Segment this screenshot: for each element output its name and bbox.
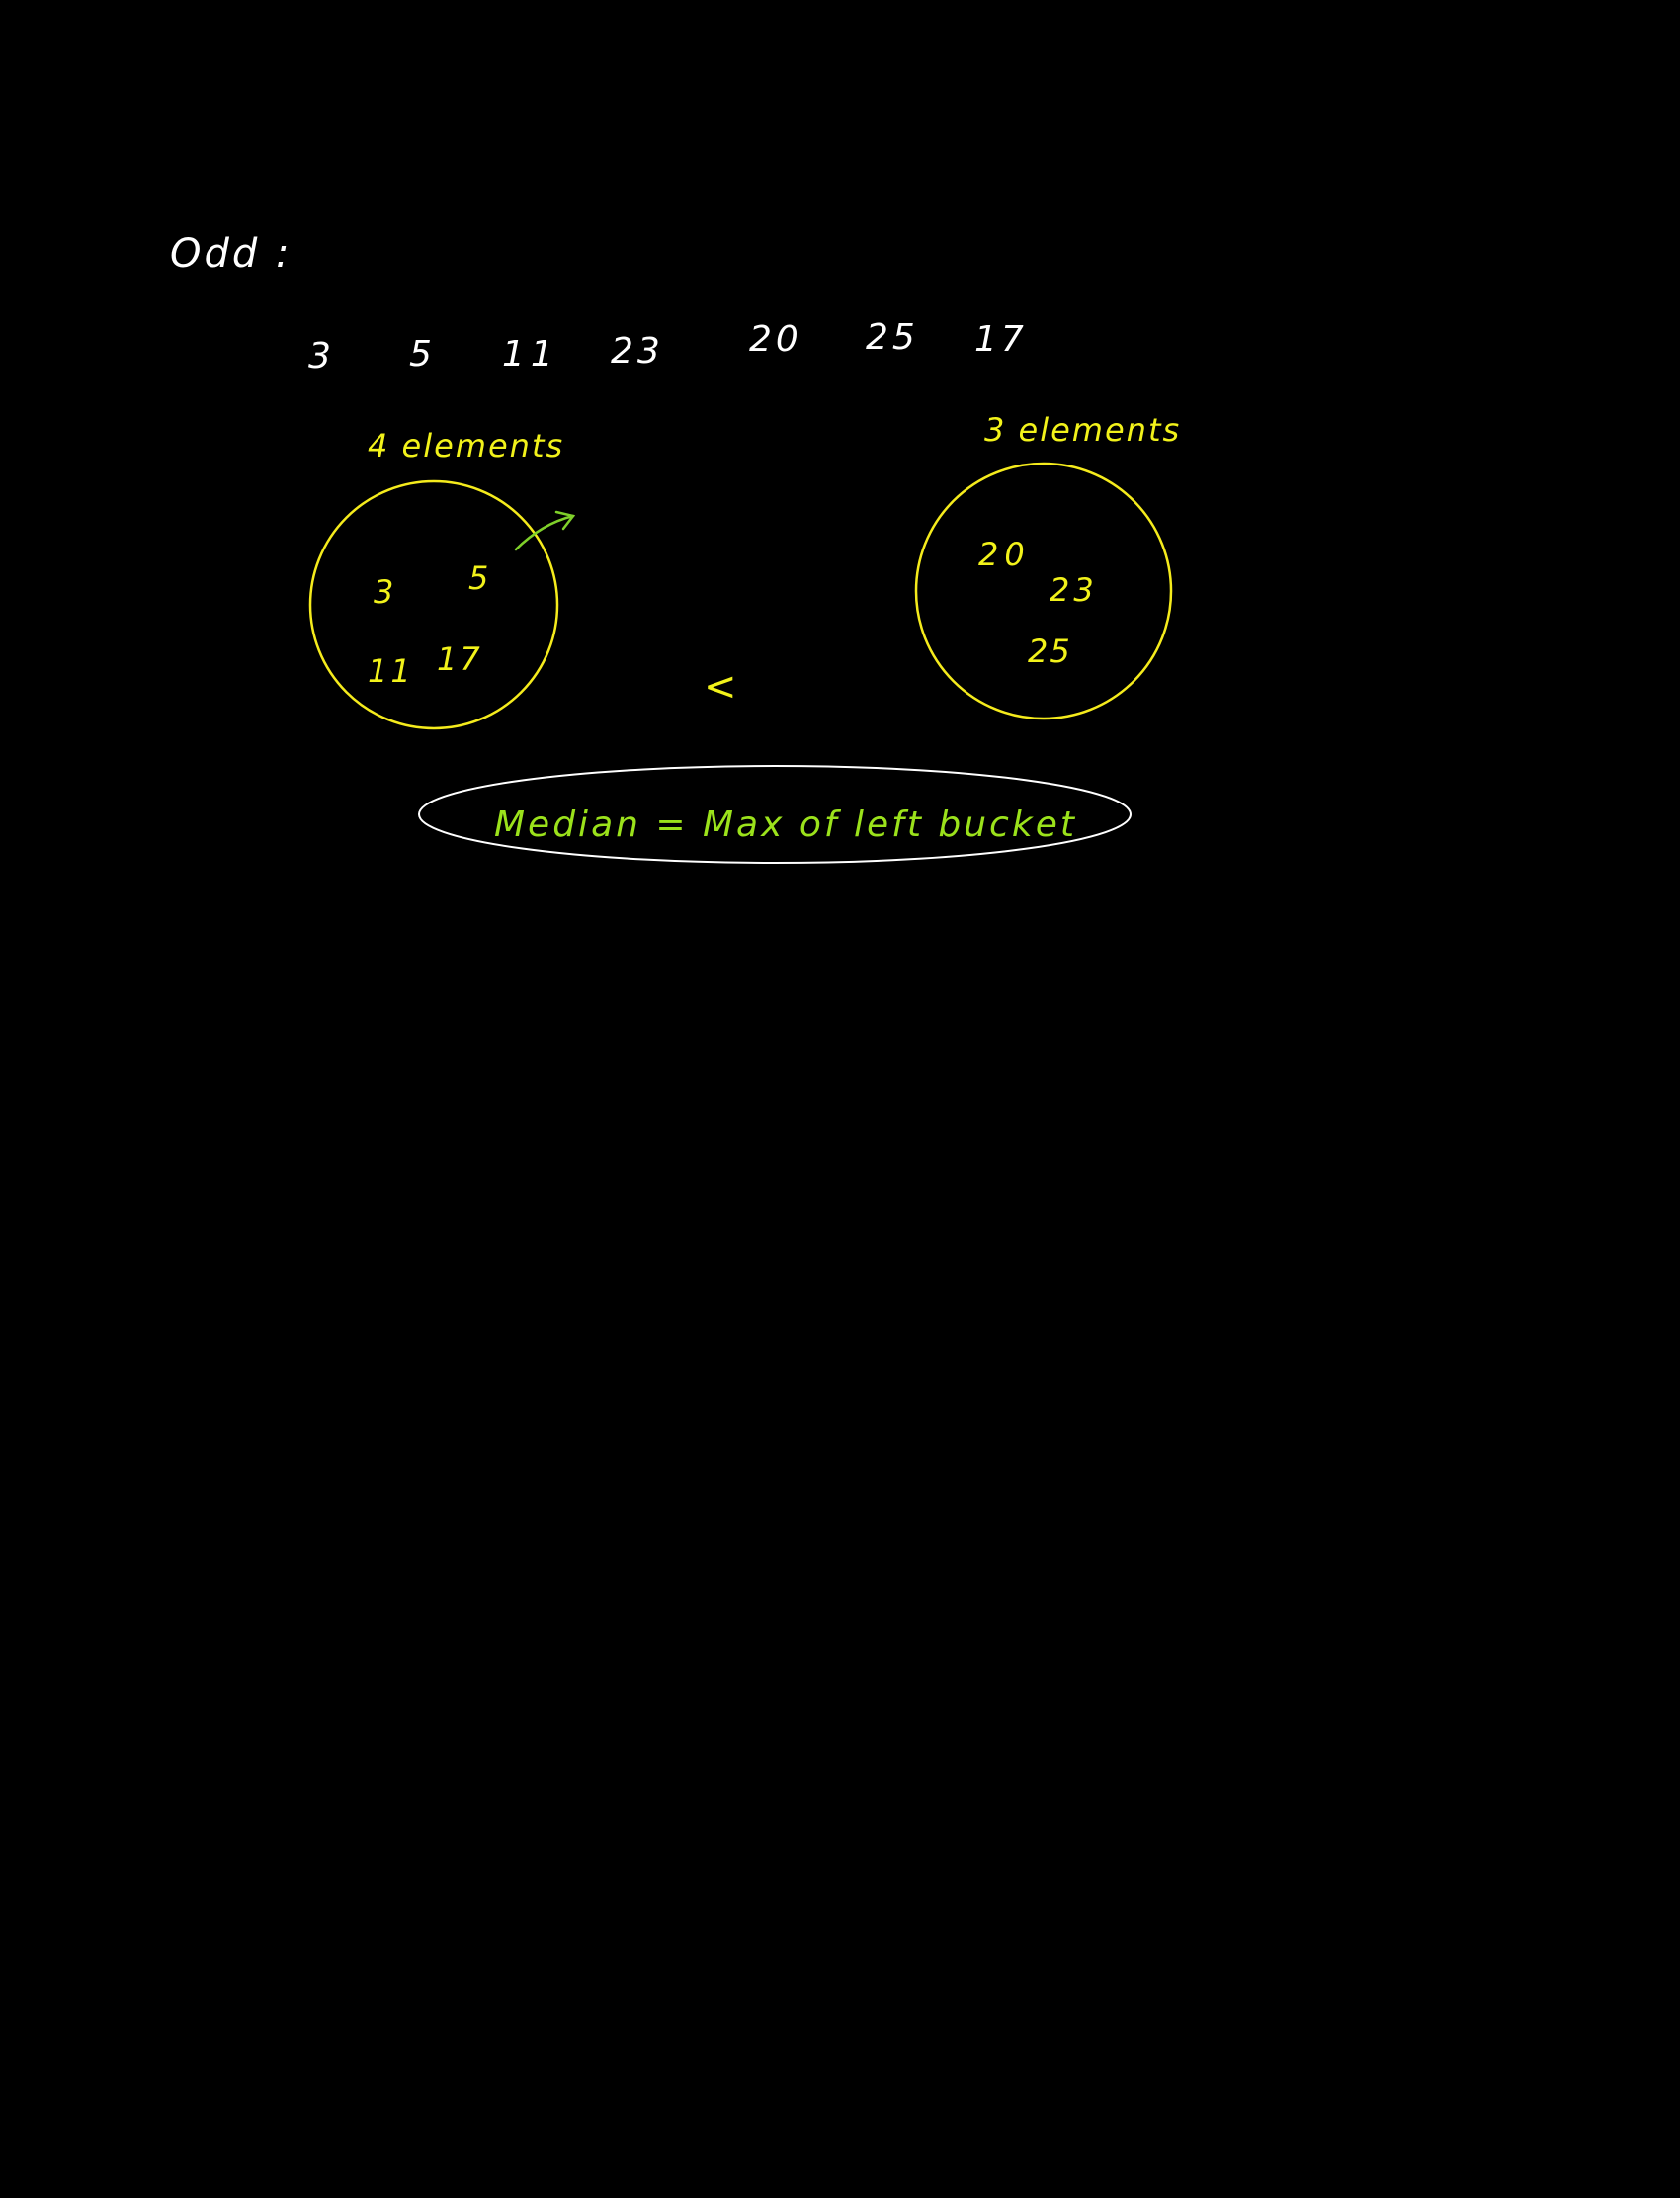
number-sequence: 3 5 11 23 20 25 17 xyxy=(308,317,1028,377)
sequence-item: 23 xyxy=(611,331,664,372)
conclusion: Median = Max of left bucket xyxy=(418,765,1132,864)
sequence-item: 3 xyxy=(308,336,331,377)
left-bucket-item: 17 xyxy=(437,640,483,678)
right-bucket-item: 23 xyxy=(1050,571,1098,609)
sequence-item: 20 xyxy=(749,319,802,360)
sequence-item: 25 xyxy=(866,317,919,358)
left-bucket-item: 3 xyxy=(374,573,393,611)
conclusion-text: Median = Max of left bucket xyxy=(494,804,1077,845)
left-bucket-item: 5 xyxy=(468,559,488,597)
sequence-item: 17 xyxy=(974,319,1028,360)
sequence-item: 11 xyxy=(502,334,559,375)
left-bucket-label: 4 elements xyxy=(368,427,564,465)
right-bucket: 3 elements 20 23 25 xyxy=(914,411,1181,720)
right-bucket-circle xyxy=(914,462,1173,720)
right-bucket-item: 25 xyxy=(1028,633,1072,670)
sequence-item: 5 xyxy=(409,334,432,375)
conclusion-ellipse xyxy=(418,765,1132,864)
left-bucket-circle xyxy=(308,479,559,730)
left-bucket: 4 elements 3 5 11 17 xyxy=(308,427,576,730)
arrow-icon xyxy=(514,510,576,551)
left-bucket-item: 11 xyxy=(368,652,414,690)
right-bucket-item: 20 xyxy=(978,536,1031,573)
comparison-symbol: < xyxy=(704,664,737,710)
heading-text: Odd : xyxy=(170,231,292,277)
right-bucket-label: 3 elements xyxy=(984,411,1181,449)
